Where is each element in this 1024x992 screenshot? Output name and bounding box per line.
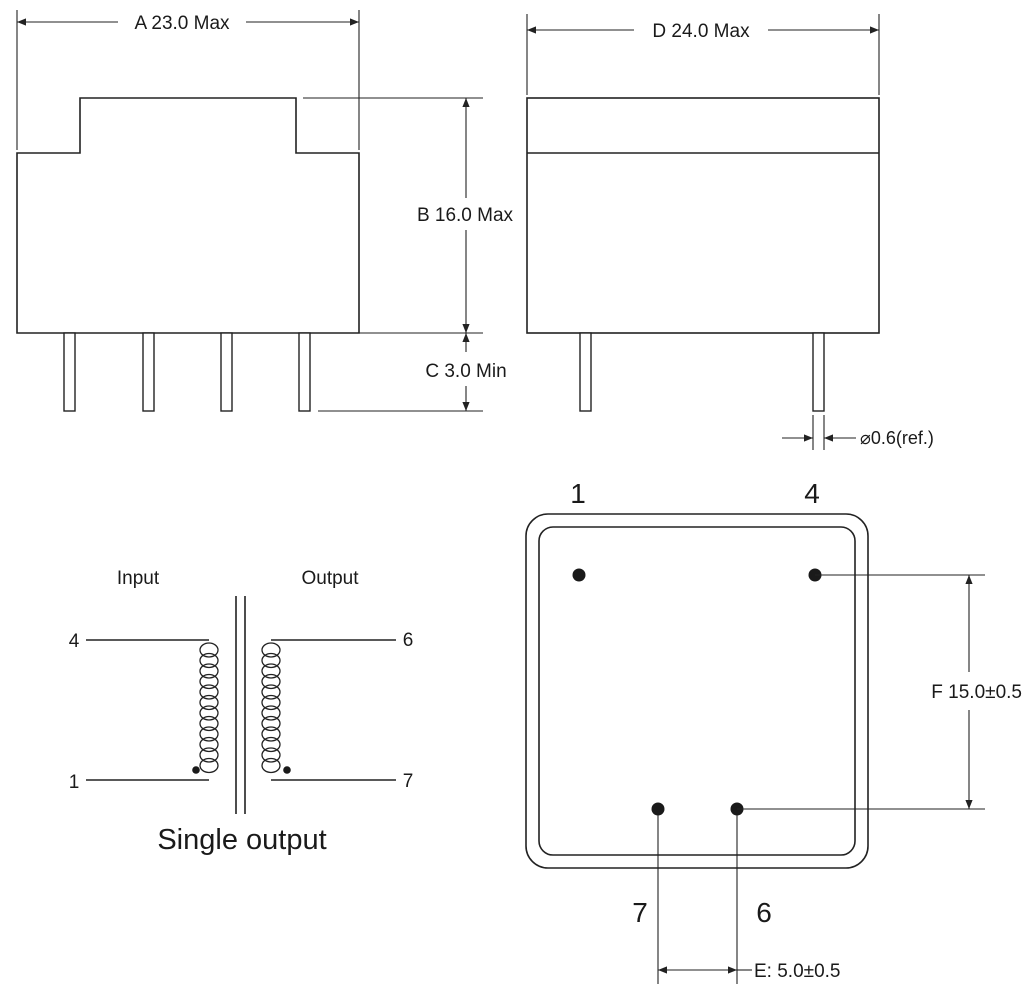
secondary-coil-turn [261, 673, 281, 690]
secondary-coil-turn [261, 663, 281, 679]
bottom-outline-inner [538, 526, 856, 856]
side-pin-left [579, 332, 592, 412]
primary-coil-turn [199, 715, 219, 732]
dim-c-label: C 3.0 Min [425, 361, 506, 382]
secondary-coil-turn [261, 757, 281, 774]
primary-coil-turn [199, 757, 219, 774]
pin-label-left-bottom: 1 [69, 772, 80, 793]
front-pin-3 [220, 332, 233, 412]
secondary-coil-turn [261, 747, 281, 763]
bottom-pin-7-label: 7 [632, 897, 648, 928]
primary-coil-turn [199, 684, 219, 700]
dim-a-label: A 23.0 Max [134, 13, 230, 34]
bottom-pin-6-label: 6 [756, 897, 772, 928]
primary-coil-turn [199, 705, 219, 721]
bottom-pin-1-dot [572, 568, 586, 582]
side-body-outline [526, 97, 880, 334]
secondary-coil-turn [261, 684, 281, 700]
primary-coil-turn [199, 673, 219, 690]
front-pin-4 [298, 332, 311, 412]
dim-d-label: D 24.0 Max [652, 21, 750, 42]
front-view: A 23.0 Max B 16.0 Max C 3.0 Min [16, 10, 514, 412]
secondary-coil [261, 642, 281, 774]
bottom-pin-1-label: 1 [570, 478, 586, 509]
pin-diameter-label: ⌀0.6(ref.) [860, 428, 934, 448]
pin-label-right-bottom: 7 [403, 771, 414, 792]
primary-coil-turn [199, 663, 219, 679]
pin-label-right-top: 6 [403, 630, 414, 651]
bottom-pin-4-label: 4 [804, 478, 820, 509]
secondary-coil-turn [261, 652, 281, 669]
secondary-coil-turn [261, 715, 281, 732]
front-body-outline [16, 97, 360, 334]
front-pin-2 [142, 332, 155, 412]
pin-label-left-top: 4 [69, 631, 80, 652]
transformer-schematic: Input Output 4 1 6 7 Single output [69, 568, 414, 856]
secondary-coil-turn [261, 705, 281, 721]
dim-f-label: F 15.0±0.5 [931, 682, 1022, 703]
dim-b-label: B 16.0 Max [417, 205, 514, 226]
bottom-pin-7-dot [651, 802, 665, 816]
primary-coil-turn [199, 642, 219, 658]
side-pin-right [812, 332, 825, 412]
output-label: Output [301, 568, 359, 589]
primary-polarity-dot [192, 766, 200, 774]
primary-coil [199, 642, 219, 774]
front-pin-1 [63, 332, 76, 412]
primary-coil-turn [199, 694, 219, 711]
bottom-outline-outer [525, 513, 869, 869]
bottom-view: 1 4 7 6 F 15.0±0.5 E: 5.0±0.5 [525, 478, 1022, 984]
primary-coil-turn [199, 726, 219, 742]
secondary-coil-turn [261, 726, 281, 742]
schematic-caption: Single output [157, 824, 326, 856]
dim-e-label: E: 5.0±0.5 [754, 961, 840, 982]
primary-coil-turn [199, 736, 219, 753]
secondary-coil-turn [261, 694, 281, 711]
secondary-polarity-dot [283, 766, 291, 774]
secondary-coil-turn [261, 642, 281, 658]
secondary-coil-turn [261, 736, 281, 753]
primary-coil-turn [199, 747, 219, 763]
input-label: Input [117, 568, 160, 589]
side-view: D 24.0 Max ⌀0.6(ref.) [526, 14, 934, 450]
primary-coil-turn [199, 652, 219, 669]
